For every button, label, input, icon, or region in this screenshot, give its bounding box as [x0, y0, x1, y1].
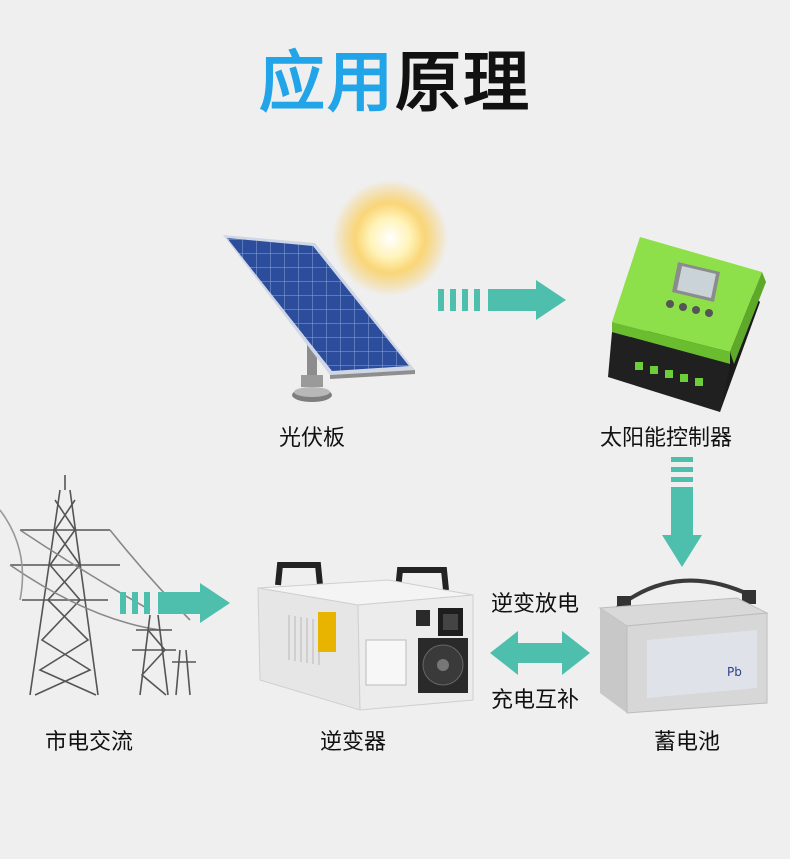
arrow-panel-to-controller — [438, 280, 566, 320]
title-part-2: 原理 — [395, 44, 531, 121]
label-controller: 太阳能控制器 — [600, 426, 733, 451]
arrow-controller-to-battery — [662, 457, 702, 567]
sun-icon — [332, 180, 448, 296]
solar-controller-image — [608, 237, 766, 412]
label-inverter: 逆变器 — [320, 730, 387, 755]
page-title: 应用原理 — [0, 38, 790, 128]
arrow-grid-to-inverter — [120, 583, 230, 623]
inverter-image — [257, 562, 474, 711]
label-charge: 充电互补 — [491, 688, 580, 713]
bidirectional-arrow — [490, 631, 590, 675]
label-solar-panel: 光伏板 — [279, 426, 346, 451]
title-part-1: 应用 — [259, 44, 395, 121]
solar-panel-image — [223, 235, 415, 402]
label-grid: 市电交流 — [45, 730, 134, 755]
battery-logo: Pb — [727, 665, 742, 679]
label-battery: 蓄电池 — [654, 730, 721, 755]
battery-image: Pb — [598, 578, 769, 714]
label-discharge: 逆变放电 — [491, 592, 580, 617]
